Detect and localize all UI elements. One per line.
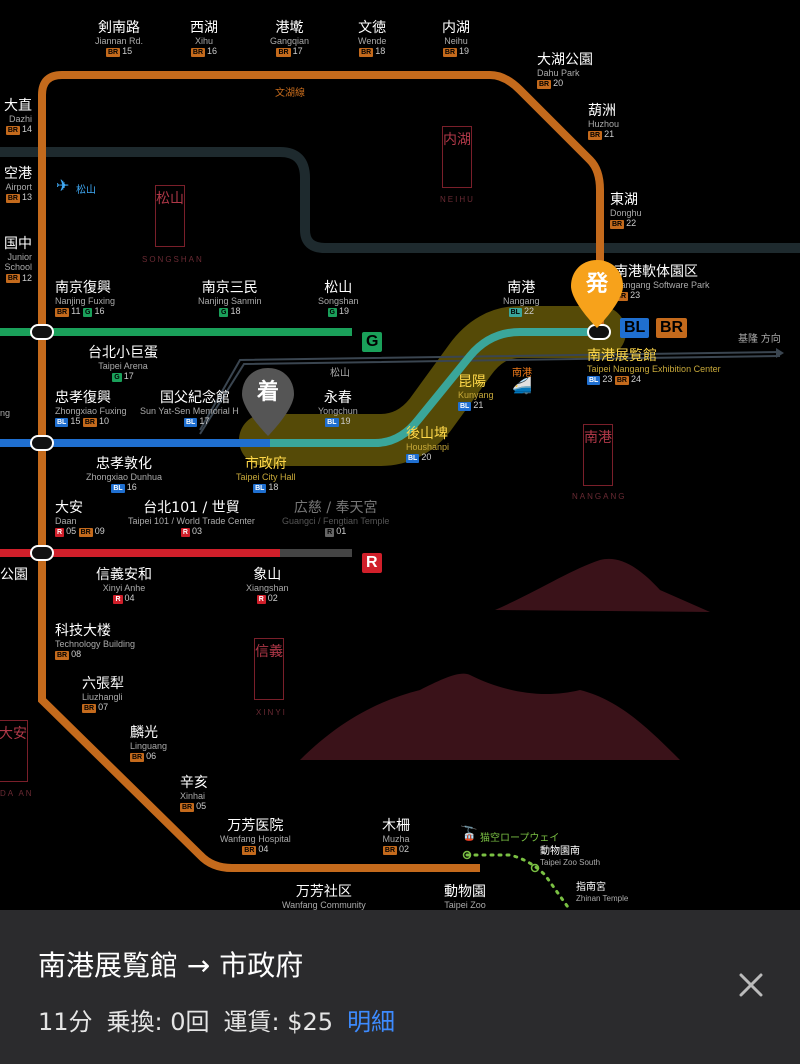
route-transfers: 乗換: 0回 <box>106 1008 210 1036</box>
map-lines <box>0 71 800 910</box>
wenhu-line-label: 文湖線 <box>275 88 305 99</box>
route-duration: 11分 <box>38 1008 93 1036</box>
district-songshan: 松山 <box>155 185 185 247</box>
district-xinyi: 信義 <box>254 638 284 700</box>
songshan-rail-label: 松山 <box>330 368 350 379</box>
route-info: 11分乗換: 0回運賃: $25 明細 <box>38 1002 409 1037</box>
district-xinyi-en: XINYI <box>256 708 287 717</box>
dark-line <box>0 147 800 253</box>
destination-pin[interactable]: 着 <box>240 366 296 438</box>
route-map[interactable]: ✈ 松山 内湖 NEIHU 松山 SONGSHAN 南港 NANGANG 信義 … <box>0 0 800 910</box>
station-left-park: 公園 <box>0 567 28 583</box>
line-badge-bl: BL <box>620 318 650 338</box>
gondola-icon: 🚡 <box>460 826 478 842</box>
district-nangang: 南港 <box>583 424 613 486</box>
district-daan-en: DA AN <box>0 789 34 798</box>
nangang-hsr-label: 南港 <box>512 368 532 379</box>
station-left-edge: ng <box>0 408 11 418</box>
district-songshan-en: SONGSHAN <box>142 255 204 264</box>
origin-pin[interactable]: 発 <box>569 258 625 330</box>
airplane-icon: ✈ <box>56 176 70 195</box>
airport-label: 松山 <box>76 185 96 196</box>
origin-pin-label: 発 <box>585 272 608 297</box>
teal-line <box>270 328 600 447</box>
route-highlight <box>239 306 626 466</box>
destination-pin-label: 着 <box>256 380 279 405</box>
mountain-shape <box>300 673 680 760</box>
line-badge-g: G <box>362 332 383 352</box>
route-summary-panel: 南港展覧館 → 市政府 11分乗換: 0回運賃: $25 明細 <box>0 910 800 1064</box>
keelung-direction: 基隆 方向 <box>738 334 781 345</box>
ropeway-label: 猫空ロープウェイ <box>480 833 560 844</box>
mountain-shape <box>495 558 710 612</box>
map-pin-icon <box>571 260 623 328</box>
rail-line <box>199 351 781 431</box>
fare-detail-link[interactable]: 明細 <box>347 1008 396 1036</box>
rail-line <box>199 355 781 435</box>
ropeway-line <box>465 853 572 910</box>
brown-line <box>38 71 604 330</box>
line-badge-br: BR <box>656 318 688 338</box>
district-neihu: 内湖 <box>442 126 472 188</box>
line-badge-r: R <box>362 553 382 573</box>
route-fare: 運賃: $25 <box>223 1008 334 1036</box>
map-pin-icon <box>242 368 294 436</box>
close-icon[interactable] <box>736 970 766 1000</box>
brown-line <box>38 95 480 872</box>
district-neihu-en: NEIHU <box>440 195 475 204</box>
route-title: 南港展覧館 → 市政府 <box>38 949 304 982</box>
train-icon: 🚄 <box>512 376 532 395</box>
arrow-right-icon <box>776 348 784 358</box>
district-daan: 大安 <box>0 720 28 782</box>
district-nangang-en: NANGANG <box>572 492 627 501</box>
